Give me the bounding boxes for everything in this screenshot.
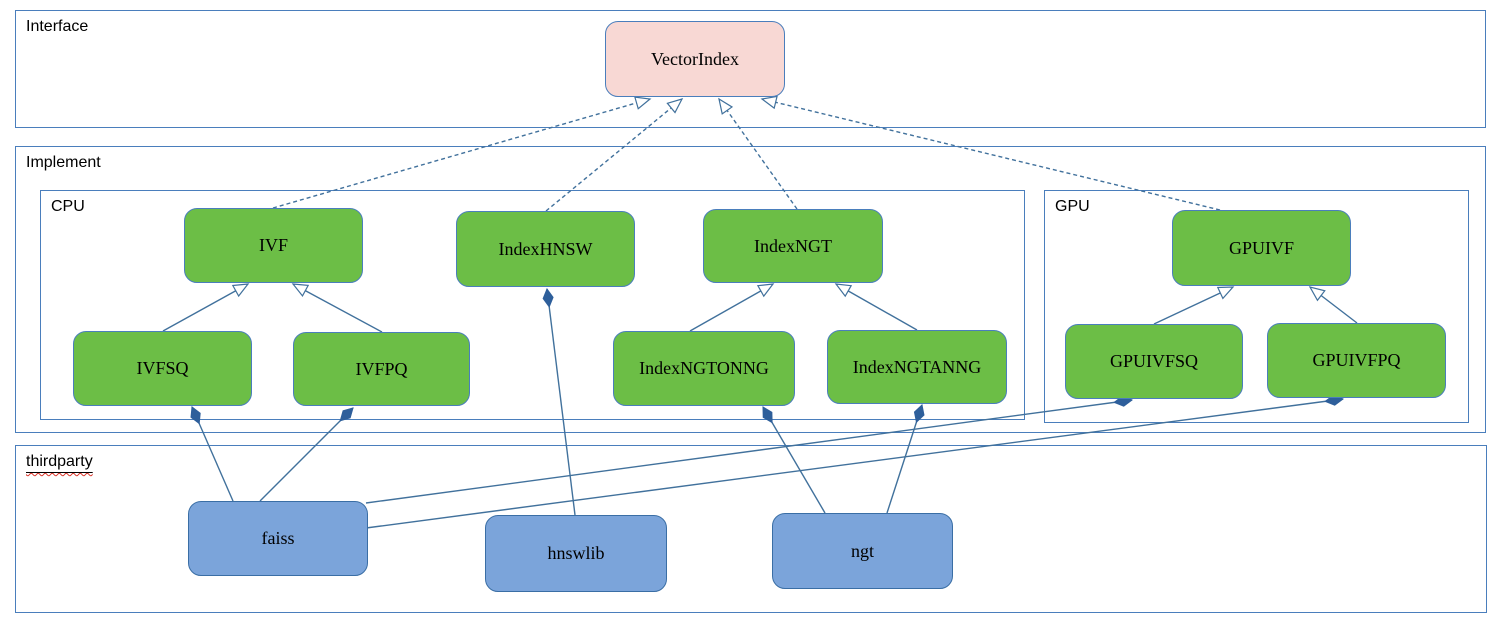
node-gpuivfsq-label: GPUIVFSQ bbox=[1109, 351, 1199, 371]
node-gpuivfsq: GPUIVFSQ bbox=[1065, 324, 1243, 399]
node-gpuivfpq-label: GPUIVFPQ bbox=[1312, 350, 1401, 370]
node-indexhnsw-label: IndexHNSW bbox=[498, 238, 593, 259]
node-gpuivf: GPUIVF bbox=[1172, 210, 1351, 286]
layer-thirdparty-label: thirdparty bbox=[26, 453, 93, 471]
node-ngt-label: ngt bbox=[850, 540, 874, 561]
node-vectorindex-label: VectorIndex bbox=[651, 48, 739, 69]
node-gpuivf-label: GPUIVF bbox=[1228, 237, 1294, 258]
node-faiss-label: faiss bbox=[261, 528, 295, 548]
node-ivfsq-label: IVFSQ bbox=[136, 358, 189, 378]
node-ivfsq: IVFSQ bbox=[73, 331, 252, 406]
node-ivf-label: IVF bbox=[258, 235, 288, 255]
layer-gpu-label: GPU bbox=[1055, 198, 1090, 215]
node-indexngtanng-label: IndexNGTANNG bbox=[852, 356, 982, 377]
node-hnswlib: hnswlib bbox=[485, 515, 667, 592]
node-indexngt-label: IndexNGT bbox=[754, 235, 832, 256]
node-indexngtonng-label: IndexNGTONNG bbox=[639, 358, 769, 378]
node-hnswlib-label: hnswlib bbox=[547, 543, 605, 563]
node-gpuivfpq: GPUIVFPQ bbox=[1267, 323, 1446, 398]
layer-thirdparty-label-text: thirdparty bbox=[26, 453, 93, 470]
node-indexngt: IndexNGT bbox=[703, 209, 883, 283]
node-indexngtonng: IndexNGTONNG bbox=[613, 331, 795, 406]
node-ivfpq: IVFPQ bbox=[293, 332, 470, 406]
node-ngt: ngt bbox=[772, 513, 953, 589]
node-vectorindex: VectorIndex bbox=[605, 21, 785, 97]
node-indexhnsw: IndexHNSW bbox=[456, 211, 635, 287]
layer-interface-label: Interface bbox=[26, 18, 89, 35]
node-ivf: IVF bbox=[184, 208, 363, 283]
node-faiss: faiss bbox=[188, 501, 368, 576]
layer-cpu-label: CPU bbox=[51, 198, 85, 215]
node-ivfpq-label: IVFPQ bbox=[355, 358, 408, 379]
layer-implement-label: Implement bbox=[26, 154, 101, 171]
node-indexngtanng: IndexNGTANNG bbox=[827, 330, 1007, 404]
